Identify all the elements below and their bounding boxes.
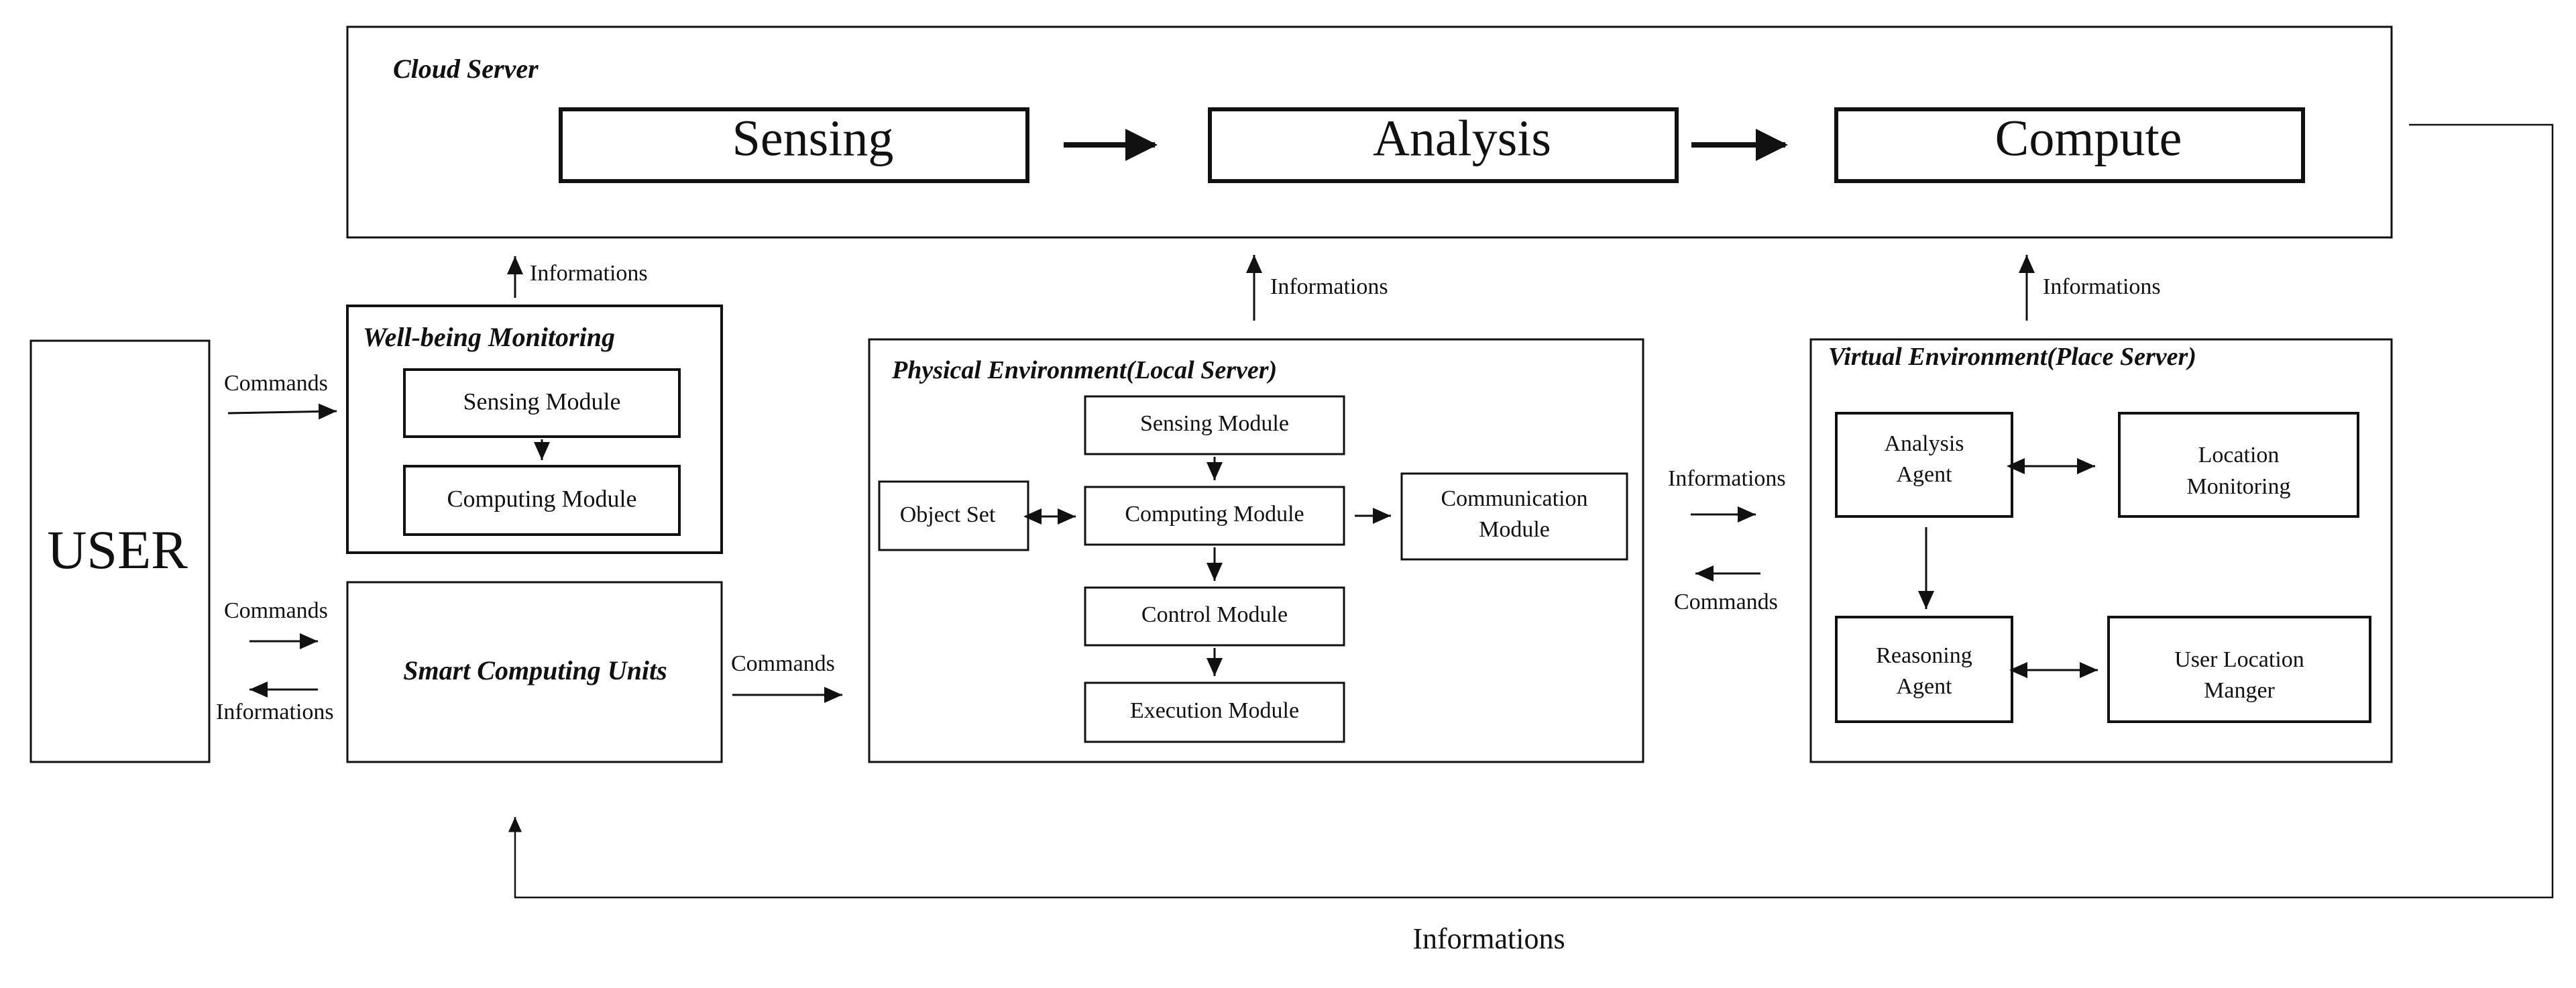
location-monitoring-box <box>2118 412 2359 518</box>
label-informations-virtual: Informations <box>2043 274 2161 299</box>
virtual-env-title: Virtual Environment(Place Server) <box>1828 343 2196 371</box>
reasoning-agent-box <box>1835 616 2013 723</box>
cloud-stage-compute-box <box>1834 107 2305 183</box>
label-commands-virtual-ph: Commands <box>1674 590 1778 614</box>
label-commands-scu-physical: Commands <box>731 651 835 676</box>
reasoning-agent-line1: Reasoning <box>1876 643 1972 668</box>
cloud-stage-sensing: Sensing <box>732 110 894 166</box>
label-commands-user-scu: Commands <box>224 598 328 623</box>
reasoning-agent-line2: Agent <box>1896 674 1952 699</box>
cloud-server-title: Cloud Server <box>393 54 539 84</box>
virtual-env-box <box>1809 338 2393 763</box>
physical-env-title: Physical Environment(Local Server) <box>891 356 1277 384</box>
user-box <box>30 339 211 763</box>
physical-execution-module-box <box>1084 681 1345 743</box>
communication-module-line2: Module <box>1479 517 1550 542</box>
physical-control-module: Control Module <box>1141 602 1288 627</box>
cloud-stage-analysis-box <box>1208 107 1679 183</box>
arrow-user-to-wellbeing <box>227 403 337 420</box>
cloud-stage-sensing-box <box>559 107 1029 183</box>
wellbeing-box <box>346 305 723 554</box>
physical-env-box <box>868 338 1644 763</box>
analysis-agent-line1: Analysis <box>1885 431 1964 456</box>
object-set: Object Set <box>900 502 996 527</box>
label-informations-physical: Informations <box>1270 274 1388 299</box>
communication-module-box <box>1400 472 1628 561</box>
wellbeing-sensing-module-box <box>403 368 681 438</box>
analysis-agent-line2: Agent <box>1896 462 1952 487</box>
label-informations-wellbeing: Informations <box>530 261 648 286</box>
label-commands-user-wb: Commands <box>224 371 328 396</box>
physical-sensing-module: Sensing Module <box>1140 411 1289 436</box>
user-label: USER <box>47 519 188 580</box>
cloud-server-box <box>346 25 2393 239</box>
physical-execution-module: Execution Module <box>1130 698 1299 723</box>
location-monitoring-line2: Monitoring <box>2187 474 2291 499</box>
cloud-stage-analysis: Analysis <box>1373 110 1551 166</box>
cloud-stage-compute: Compute <box>1995 110 2182 166</box>
location-monitoring-line1: Location <box>2198 443 2280 468</box>
physical-computing-module: Computing Module <box>1125 502 1304 527</box>
user-location-manager-line2: Manger <box>2204 678 2275 703</box>
feedback-loop-line <box>508 123 2554 899</box>
physical-computing-module-box <box>1084 486 1345 546</box>
smart-units-title: Smart Computing Units <box>403 655 667 685</box>
communication-module-line1: Communication <box>1441 486 1587 511</box>
physical-control-module-box <box>1084 586 1345 647</box>
user-location-manager-box <box>2107 616 2371 723</box>
label-informations-feedback: Informations <box>1412 922 1565 955</box>
label-informations-scu-user: Informations <box>216 700 334 724</box>
smart-units-box <box>346 581 723 763</box>
wellbeing-sensing-module: Sensing Module <box>463 388 620 415</box>
wellbeing-computing-module: Computing Module <box>447 485 636 512</box>
user-location-manager-line1: User Location <box>2174 647 2304 672</box>
physical-sensing-module-box <box>1084 395 1345 455</box>
wellbeing-computing-module-box <box>403 465 681 536</box>
label-informations-ph-virtual: Informations <box>1668 466 1786 491</box>
wellbeing-title: Well-being Monitoring <box>363 322 615 352</box>
